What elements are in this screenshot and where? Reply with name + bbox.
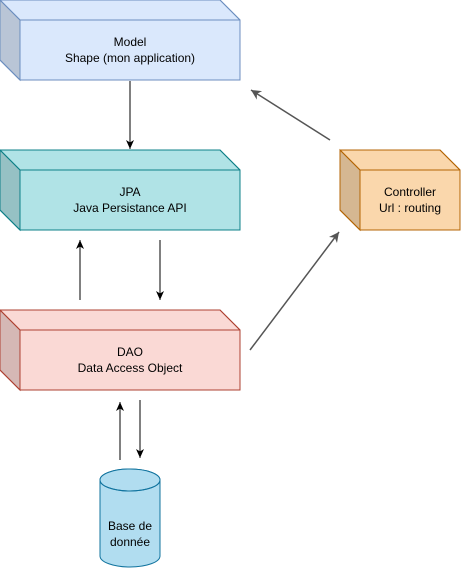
dao-title: DAO [117, 345, 143, 359]
jpa-title: JPA [119, 185, 140, 199]
database-cylinder[interactable]: Base de donnée [99, 468, 161, 568]
database-line2: donnée [110, 535, 150, 549]
model-title: Model [114, 35, 147, 49]
controller-title: Controller [384, 185, 436, 199]
model-box[interactable]: Model Shape (mon application) [0, 0, 241, 82]
model-subtitle: Shape (mon application) [65, 51, 195, 65]
dao-box[interactable]: DAO Data Access Object [0, 309, 241, 392]
jpa-subtitle: Java Persistance API [73, 201, 186, 215]
jpa-box[interactable]: JPA Java Persistance API [0, 149, 241, 232]
dao-subtitle: Data Access Object [78, 361, 183, 375]
controller-box[interactable]: Controller Url : routing [339, 148, 461, 232]
database-line1: Base de [108, 519, 152, 533]
controller-subtitle: Url : routing [379, 201, 441, 215]
arrow-dao-to-controller [249, 231, 340, 351]
arrow-controller-to-model [250, 89, 331, 141]
